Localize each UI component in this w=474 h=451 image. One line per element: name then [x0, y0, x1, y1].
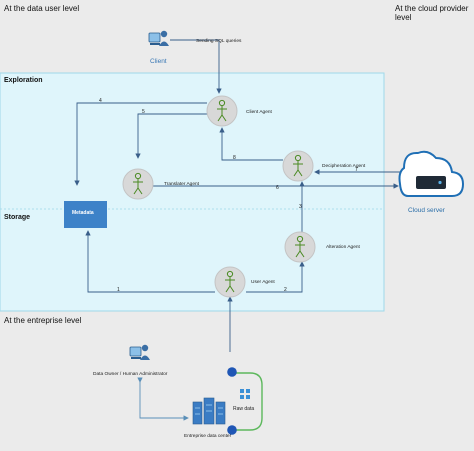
translator-agent-icon[interactable]: [122, 168, 154, 200]
link-node-top: [227, 367, 237, 377]
edge-5: [135, 113, 207, 159]
metadata-label: Metadata: [72, 210, 94, 216]
decipheration-agent-icon[interactable]: [282, 150, 314, 182]
edge-label-8: 8: [233, 155, 236, 161]
data-owner-label: Data Owner / Human Administrator: [93, 371, 168, 377]
data-center-icon: [192, 397, 226, 425]
edge-label-4: 4: [99, 98, 102, 104]
data-owner-icon: [129, 344, 151, 361]
alteration-agent-icon[interactable]: [284, 231, 316, 263]
edge-owner-datacenter: [137, 377, 189, 421]
sending-sql-label: Sending SQL queries: [196, 38, 242, 44]
edge-8: [219, 127, 283, 161]
edge-label-7: 7: [355, 167, 358, 173]
data-center-label: Entreprise data center: [184, 433, 232, 439]
user-agent-label: User Agent: [251, 279, 275, 285]
edge-4: [74, 102, 207, 186]
raw-data-icon: [240, 389, 250, 399]
edge-label-3: 3: [299, 204, 302, 210]
client-agent-icon[interactable]: [206, 95, 238, 127]
cloud-server-label: Cloud server: [408, 207, 446, 214]
client-agent-label: Client Agent: [246, 109, 273, 115]
edge-label-5: 5: [142, 109, 145, 115]
raw-data-label: Raw data: [233, 406, 254, 412]
edge-label-2: 2: [284, 287, 287, 293]
level-label-cloud-provider: At the cloud provider level: [395, 4, 469, 22]
alteration-agent-label: Alteration Agent: [326, 244, 361, 250]
link-node-bottom: [227, 425, 237, 435]
cloud-server-icon[interactable]: [398, 150, 465, 197]
level-label-enterprise: At the entreprise level: [4, 316, 82, 325]
edge-label-1: 1: [117, 287, 120, 293]
edge-1: [85, 230, 215, 293]
edge-label-6: 6: [276, 185, 279, 191]
translator-agent-label: Translater Agent: [164, 181, 200, 187]
level-label-data-user: At the data user level: [4, 4, 80, 13]
client-icon: [148, 30, 170, 47]
user-agent-icon[interactable]: [214, 266, 246, 298]
client-label: Client: [150, 58, 167, 65]
decipheration-agent-label: Decipheration Agent: [322, 163, 366, 169]
edge-2: [246, 261, 305, 293]
zone-label-storage: Storage: [4, 214, 31, 221]
zone-area: [0, 72, 385, 312]
metadata-box[interactable]: [64, 201, 107, 228]
green-link: [234, 372, 263, 431]
zone-label-exploration: Exploration: [4, 77, 43, 84]
edge-sql: [170, 39, 222, 94]
